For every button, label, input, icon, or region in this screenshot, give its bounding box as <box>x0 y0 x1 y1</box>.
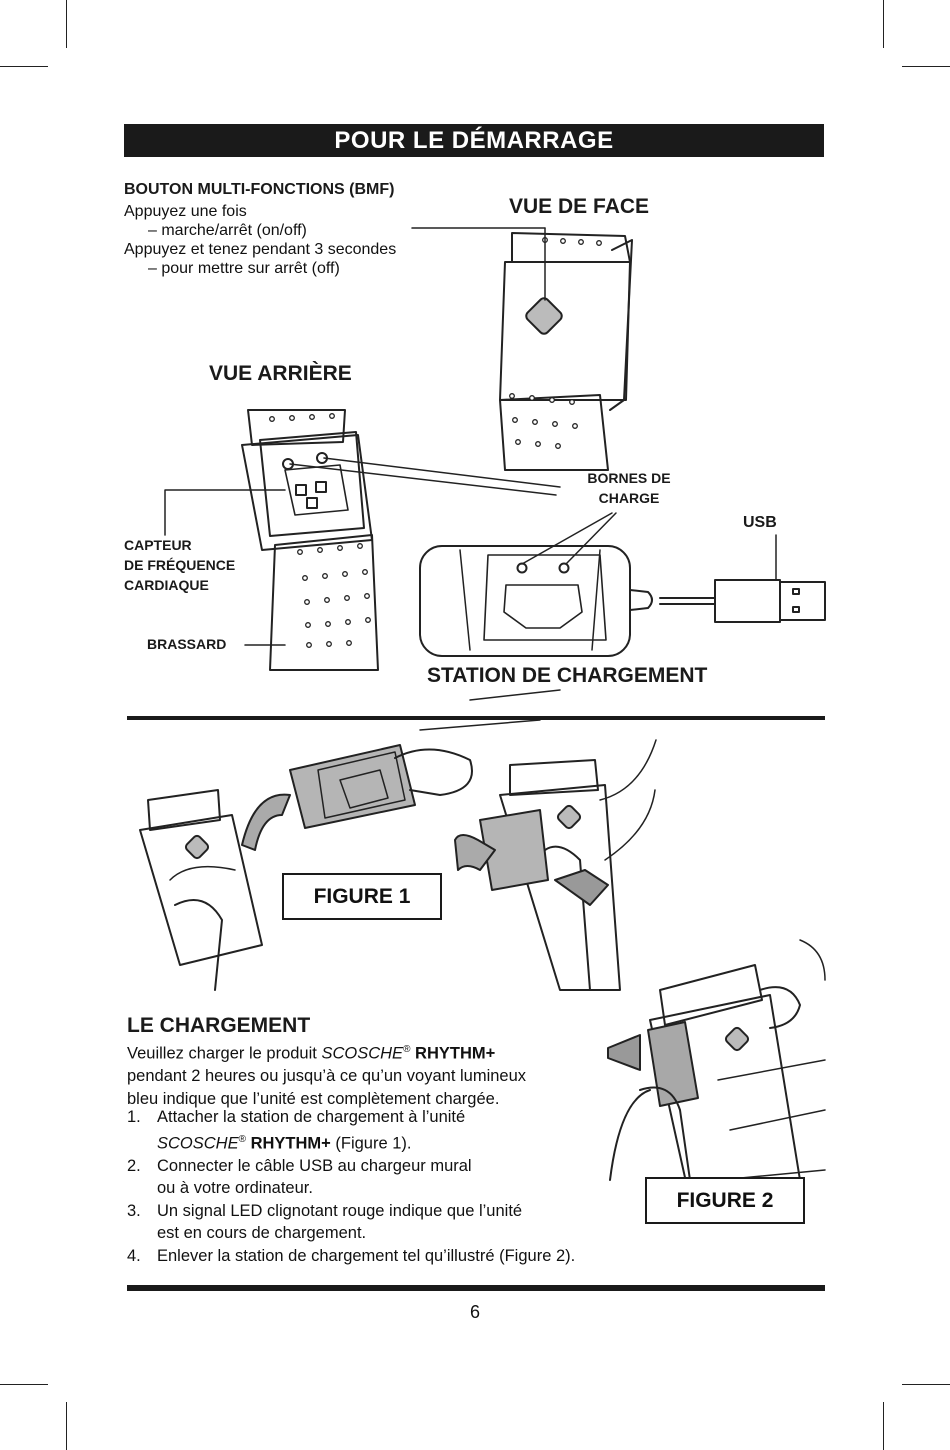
crop-mark <box>0 1384 48 1385</box>
charge-terminals-line-2: CHARGE <box>598 490 660 506</box>
back-view-illustration <box>164 409 561 671</box>
charging-station-illustration <box>419 512 826 657</box>
charging-intro-line-3: bleu indique que l’unité est complètemen… <box>127 1089 500 1108</box>
figure-1-label: FIGURE 1 <box>282 873 442 920</box>
crop-mark <box>0 66 48 67</box>
bmf-line-3: Appuyez et tenez pendant 3 secondes <box>124 241 397 258</box>
step-number: 4. <box>127 1246 141 1265</box>
section-header: POUR LE DÉMARRAGE <box>124 124 824 157</box>
step-line: est en cours de chargement. <box>157 1224 367 1242</box>
sensor-line-2: DE FRÉQUENCE <box>124 557 236 573</box>
figure2-illustration <box>607 939 826 1201</box>
charge-terminals-line-1: BORNES DE <box>587 470 671 486</box>
brand-name: SCOSCHE <box>157 1134 239 1152</box>
crop-mark <box>902 66 950 67</box>
product-name: RHYTHM+ <box>410 1044 496 1063</box>
charging-title: LE CHARGEMENT <box>127 1014 311 1037</box>
charging-steps: 1. Attacher la station de chargement à l… <box>127 1106 627 1267</box>
brand-name: SCOSCHE <box>321 1044 404 1063</box>
intro-text: Veuillez charger le produit <box>127 1044 322 1063</box>
step-line: SCOSCHE® RHYTHM+ (Figure 1). <box>157 1129 627 1155</box>
step-line: Connecter le câble USB au chargeur mural <box>157 1156 472 1175</box>
step-line: Attacher la station de chargement à l’un… <box>157 1108 466 1126</box>
figure-2-label: FIGURE 2 <box>645 1177 805 1224</box>
bmf-line-2: – marche/arrêt (on/off) <box>148 222 307 239</box>
back-view-label: VUE ARRIÈRE <box>209 362 352 385</box>
crop-mark <box>66 1402 67 1450</box>
charging-intro: Veuillez charger le produit SCOSCHE® RHY… <box>127 1039 597 1110</box>
crop-mark <box>883 0 884 48</box>
bmf-title: BOUTON MULTI-FONCTIONS (BMF) <box>124 181 395 198</box>
step-line: Un signal LED clignotant rouge indique q… <box>157 1201 523 1220</box>
figure1-illustration <box>139 689 657 991</box>
step-text: (Figure 1). <box>330 1134 412 1152</box>
step-number: 3. <box>127 1201 141 1220</box>
sensor-line-3: CARDIAQUE <box>124 577 209 593</box>
step-number: 2. <box>127 1156 141 1175</box>
crop-mark <box>902 1384 950 1385</box>
reg-mark: ® <box>238 1133 246 1145</box>
front-view-label: VUE DE FACE <box>509 195 650 218</box>
front-view-illustration <box>411 227 633 471</box>
list-item: 4. Enlever la station de chargement tel … <box>127 1245 627 1268</box>
charging-intro-line-1: Veuillez charger le produit SCOSCHE® RHY… <box>127 1039 597 1065</box>
bottom-rule <box>127 1285 825 1291</box>
crop-mark <box>883 1402 884 1450</box>
product-name: RHYTHM+ <box>245 1134 331 1152</box>
charge-terminals-label: BORNES DE CHARGE <box>570 468 688 508</box>
step-line: Enlever la station de chargement tel qu’… <box>157 1246 576 1265</box>
step-line: ou à votre ordinateur. <box>157 1179 313 1197</box>
list-item: 2. Connecter le câble USB au chargeur mu… <box>127 1155 627 1200</box>
reg-mark: ® <box>403 1044 411 1055</box>
charging-intro-line-2: pendant 2 heures ou jusqu’à ce qu’un voy… <box>127 1067 527 1085</box>
usb-label: USB <box>743 514 777 531</box>
section-divider <box>127 716 825 720</box>
bmf-line-4: – pour mettre sur arrêt (off) <box>148 260 340 277</box>
crop-mark <box>66 0 67 48</box>
list-item: 3. Un signal LED clignotant rouge indiqu… <box>127 1200 627 1245</box>
bmf-line-1: Appuyez une fois <box>124 203 247 220</box>
step-number: 1. <box>127 1108 141 1126</box>
list-item: 1. Attacher la station de chargement à l… <box>127 1106 627 1155</box>
page-number: 6 <box>469 1302 480 1322</box>
armband-label: BRASSARD <box>147 636 227 652</box>
charging-station-label: STATION DE CHARGEMENT <box>427 664 708 687</box>
sensor-line-1: CAPTEUR <box>124 537 192 553</box>
sensor-label: CAPTEUR DE FRÉQUENCE CARDIAQUE <box>124 535 235 595</box>
